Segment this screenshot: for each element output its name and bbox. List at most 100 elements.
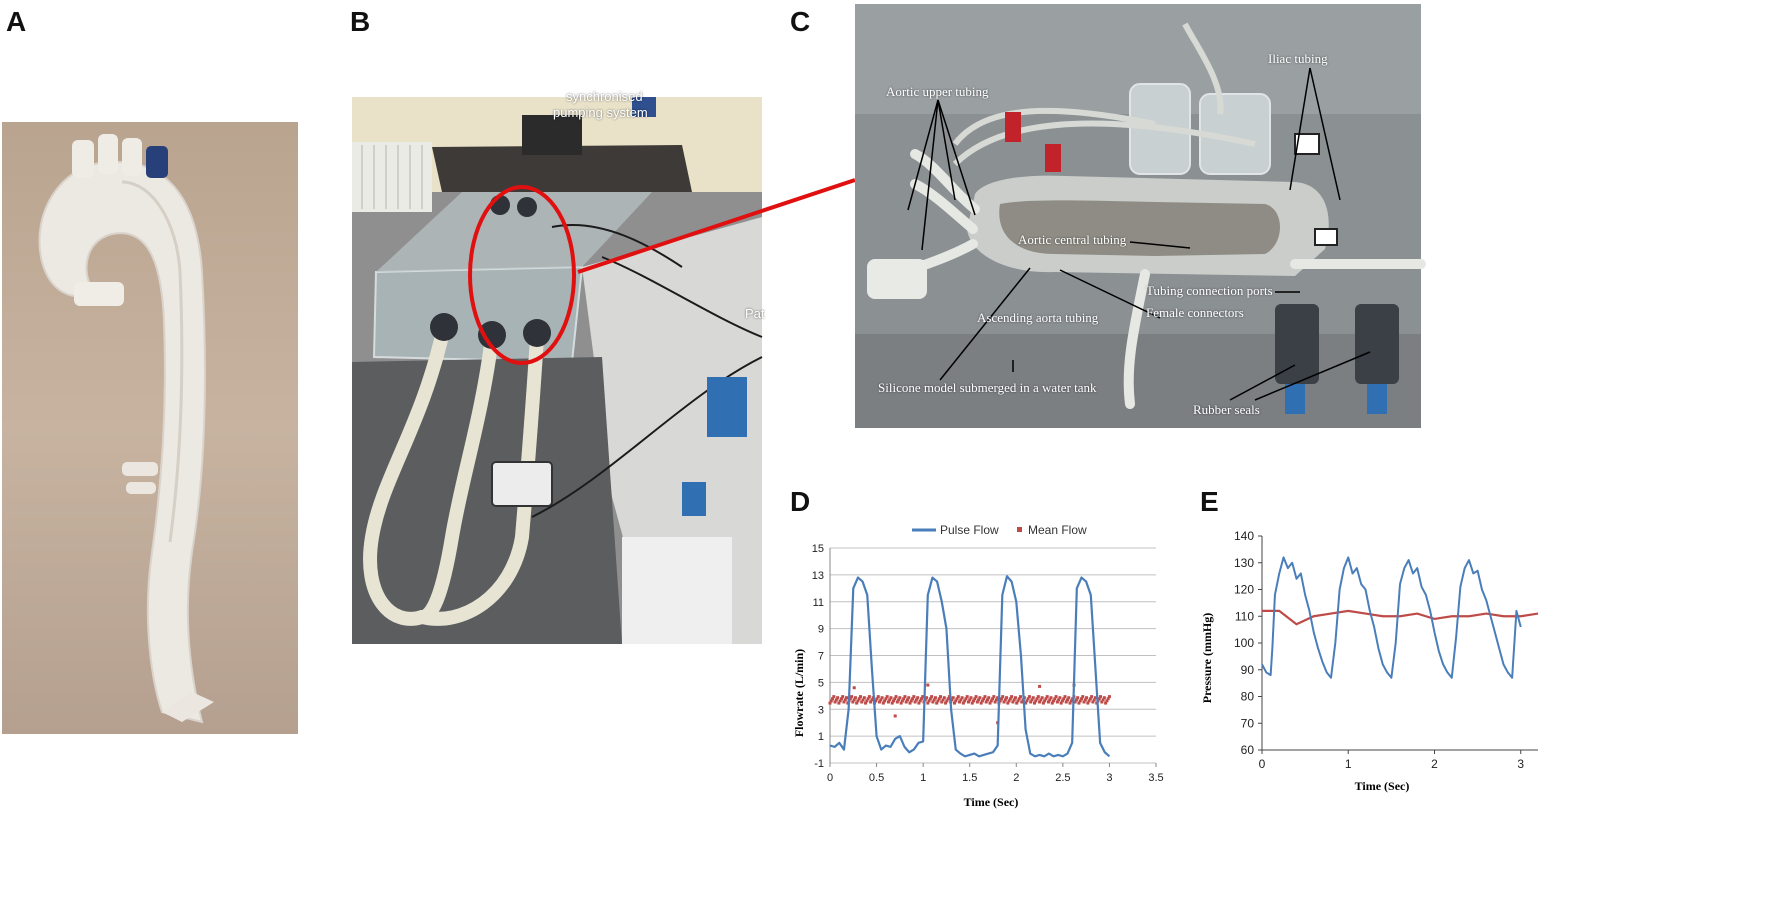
mean-flow-point	[1102, 696, 1106, 700]
label-ascending-aorta-tubing: Ascending aorta tubing	[977, 310, 1099, 325]
mean-flow-point	[965, 695, 969, 699]
mean-flow-point	[1020, 700, 1024, 704]
mean-flow-point	[1007, 699, 1011, 703]
mean-flow-point	[869, 700, 873, 704]
mean-flow-point	[897, 698, 901, 702]
mean-flow-point	[884, 697, 888, 701]
legend-mean-label: Mean Flow	[1028, 523, 1087, 537]
mean-flow-point	[1006, 701, 1010, 705]
mean-flow-point	[842, 700, 846, 704]
photo-silicone-aorta-model	[2, 122, 298, 734]
mean-flow-point	[993, 700, 997, 704]
label-tubing-connection-ports: Tubing connection ports	[1146, 283, 1273, 298]
label-pat: Pat	[745, 306, 765, 321]
mean-flow-point	[875, 697, 879, 701]
mean-flow-point	[879, 698, 883, 702]
mean-flow-point	[1060, 699, 1064, 703]
mean-flow-point	[900, 699, 904, 703]
mean-flow-point	[1058, 696, 1062, 700]
mean-flow-point	[958, 700, 962, 704]
mean-flow-point	[841, 695, 845, 699]
mean-flow-point	[926, 701, 930, 705]
mean-flow-point	[956, 695, 960, 699]
mean-flow-point	[1029, 700, 1033, 704]
d-x-tick-label: 1	[920, 772, 926, 784]
mean-flow-point	[876, 695, 880, 699]
mean-flow-point	[1097, 697, 1101, 701]
mean-flow-point	[904, 700, 908, 704]
mean-flow-point	[1064, 700, 1068, 704]
mean-flow-point	[1043, 699, 1047, 703]
panel-label-b: B	[350, 6, 371, 37]
mean-flow-point	[881, 701, 885, 705]
e-y-tick-label: 130	[1234, 556, 1254, 570]
d-x-tick-label: 1.5	[962, 772, 977, 784]
mean-flow-point	[1099, 695, 1103, 699]
d-y-tick-label: -1	[814, 758, 824, 770]
d-y-tick-label: 13	[812, 570, 824, 582]
photo-lab-setup	[352, 97, 763, 644]
mean-flow-point	[1024, 701, 1028, 705]
mean-flow-point	[1081, 695, 1085, 699]
mean-flow-point	[864, 701, 868, 705]
mean-flow-point	[912, 695, 916, 699]
mean-flow-point	[1088, 697, 1092, 701]
mean-flow-point	[952, 701, 956, 705]
photo-model-closeup	[855, 4, 1426, 428]
mean-flow-point	[853, 696, 857, 700]
mean-flow-point	[989, 699, 993, 703]
mean-flow-point	[954, 699, 958, 703]
mean-flow-point	[860, 700, 864, 704]
pulse-pressure-line	[1261, 556, 1522, 679]
mean-flow-point	[1016, 699, 1020, 703]
label-rubber-seals: Rubber seals	[1193, 402, 1260, 417]
mean-flow-point	[1107, 695, 1111, 699]
mean-flow-point	[983, 695, 987, 699]
mean-flow-point	[964, 697, 968, 701]
mean-flow-point	[892, 699, 896, 703]
d-y-axis-label: Flowrate (L/min)	[792, 649, 806, 737]
mean-flow-point	[933, 696, 937, 700]
mean-flow-point	[1059, 701, 1063, 705]
mean-flow-point	[963, 699, 967, 703]
mean-flow-point	[1092, 698, 1096, 702]
mean-flow-point	[951, 696, 955, 700]
mean-flow-point	[930, 695, 934, 699]
mean-flow-point	[836, 696, 840, 700]
mean-flow-point	[921, 695, 925, 699]
mean-flow-point	[1030, 698, 1034, 702]
mean-flow-point	[955, 697, 959, 701]
e-y-tick-label: 80	[1241, 690, 1255, 704]
mean-flow-point	[908, 701, 912, 705]
mean-flow-point	[1048, 698, 1052, 702]
mean-flow-point	[883, 699, 887, 703]
mean-flow-point	[1038, 684, 1042, 688]
mean-flow-point	[907, 696, 911, 700]
mean-flow-point	[980, 699, 984, 703]
mean-flow-point	[867, 695, 871, 699]
mean-flow-point	[1068, 701, 1072, 705]
mean-flow-point	[1087, 699, 1091, 703]
mean-flow-point	[1015, 701, 1019, 705]
mean-flow-point	[850, 695, 854, 699]
e-x-tick-label: 0	[1259, 757, 1266, 771]
mean-flow-point	[973, 697, 977, 701]
mean-pressure-line	[1262, 609, 1539, 626]
mean-flow-point	[1074, 698, 1078, 702]
pulse-flow-line	[829, 575, 1111, 758]
mean-flow-point	[890, 701, 894, 705]
mean-flow-point	[975, 700, 979, 704]
e-y-tick-label: 90	[1241, 663, 1255, 677]
e-y-tick-label: 70	[1241, 716, 1255, 730]
mean-flow-point	[848, 697, 852, 701]
mean-flow-point	[880, 696, 884, 700]
e-x-axis-label: Time (Sec)	[1355, 779, 1410, 793]
mean-flow-point	[866, 697, 870, 701]
mean-flow-point	[931, 700, 935, 704]
mean-flow-point	[1077, 701, 1081, 705]
mean-flow-point	[928, 697, 932, 701]
d-y-tick-label: 1	[818, 731, 824, 743]
legend: Pulse Flow Mean Flow	[912, 523, 1087, 537]
mean-flow-point	[1083, 698, 1087, 702]
